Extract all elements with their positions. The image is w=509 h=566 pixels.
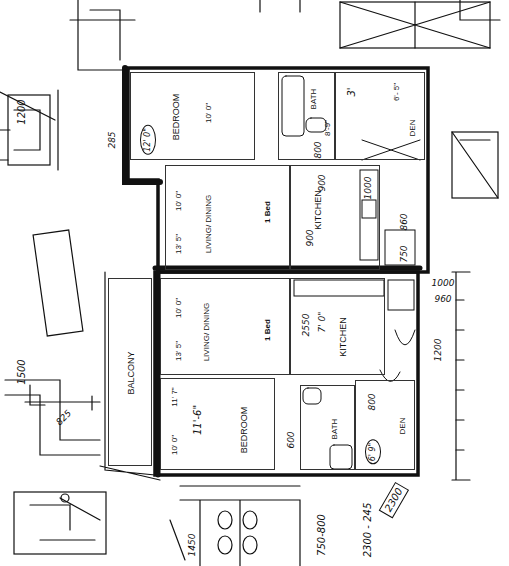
room-name: KITCHEN — [339, 317, 348, 357]
room-dimension: 8'-9" — [324, 120, 332, 136]
unit-label: 1 Bed — [264, 319, 272, 341]
dimension-note: 600 — [287, 431, 296, 448]
room-name: BALCONY — [127, 351, 136, 394]
room-name: KITCHEN — [314, 190, 323, 230]
room-name: BEDROOM — [239, 406, 248, 453]
room-name: DEN — [399, 418, 407, 435]
dimension-note: 750 — [400, 245, 409, 262]
dimension-note: 2550 — [302, 314, 311, 337]
dimension-note: 1450 — [188, 534, 197, 557]
room-dimension: 10' 0" — [171, 435, 179, 455]
room-name: BATH — [310, 89, 318, 110]
dimension-note: 825 — [55, 409, 74, 428]
dimension-note: 860 — [400, 213, 409, 230]
dimension-note: 1000 — [432, 279, 455, 288]
dimension-note: 960 — [434, 295, 451, 304]
room-box: BEDROOM 11' 7" 10' 0" — [160, 378, 275, 470]
dimension-note: 11'-6" — [193, 405, 203, 435]
room-name: LIVING/ DINING — [205, 194, 213, 253]
room-box: DEN — [355, 380, 415, 470]
room-name: BATH — [331, 418, 339, 439]
unit-label: 1 Bed — [264, 201, 272, 223]
dimension-note: 800 — [368, 393, 377, 410]
room-box: BATH — [300, 385, 355, 470]
room-box: DEN 6'- 5" — [335, 72, 425, 160]
room-dimension: 10' 0" — [175, 298, 183, 318]
room-dimension: 11' 7" — [171, 388, 179, 407]
dimension-note: 1500 — [17, 359, 27, 384]
dimension-note: 1200 — [17, 99, 27, 124]
dimension-note: 800 — [314, 141, 323, 158]
dimension-note: 2300 — [379, 482, 410, 519]
dimension-note: 900 — [318, 174, 327, 191]
room-box: BALCONY — [108, 278, 152, 466]
room-dimension: 6'- 5" — [393, 83, 401, 101]
room-name: LIVING/ DINING — [203, 303, 211, 362]
dimension-note: 900 — [306, 229, 315, 246]
room-name: DEN — [409, 119, 417, 136]
room-dimension: 10' 0" — [205, 103, 213, 123]
dimension-note: 6' 9" — [365, 440, 381, 465]
room-dimension: 13' 5" — [175, 341, 183, 361]
room-dimension: 13' 5" — [175, 234, 183, 254]
room-dimension: 10' 0" — [175, 191, 183, 211]
dimension-note: 750-800 — [317, 514, 327, 556]
dimension-note: 1000 — [364, 177, 373, 200]
dimension-note: 285 — [108, 131, 117, 148]
dimension-note: 2300 - 245 — [363, 503, 373, 558]
dimension-note: 1200 — [434, 339, 443, 362]
dimension-note: 3' — [347, 87, 357, 96]
room-box: BATH 8'-9" — [278, 72, 335, 160]
room-name: BEDROOM — [172, 94, 181, 141]
dimension-note: 12' 0" — [140, 125, 156, 155]
dimension-note: 7' 0" — [318, 312, 327, 333]
